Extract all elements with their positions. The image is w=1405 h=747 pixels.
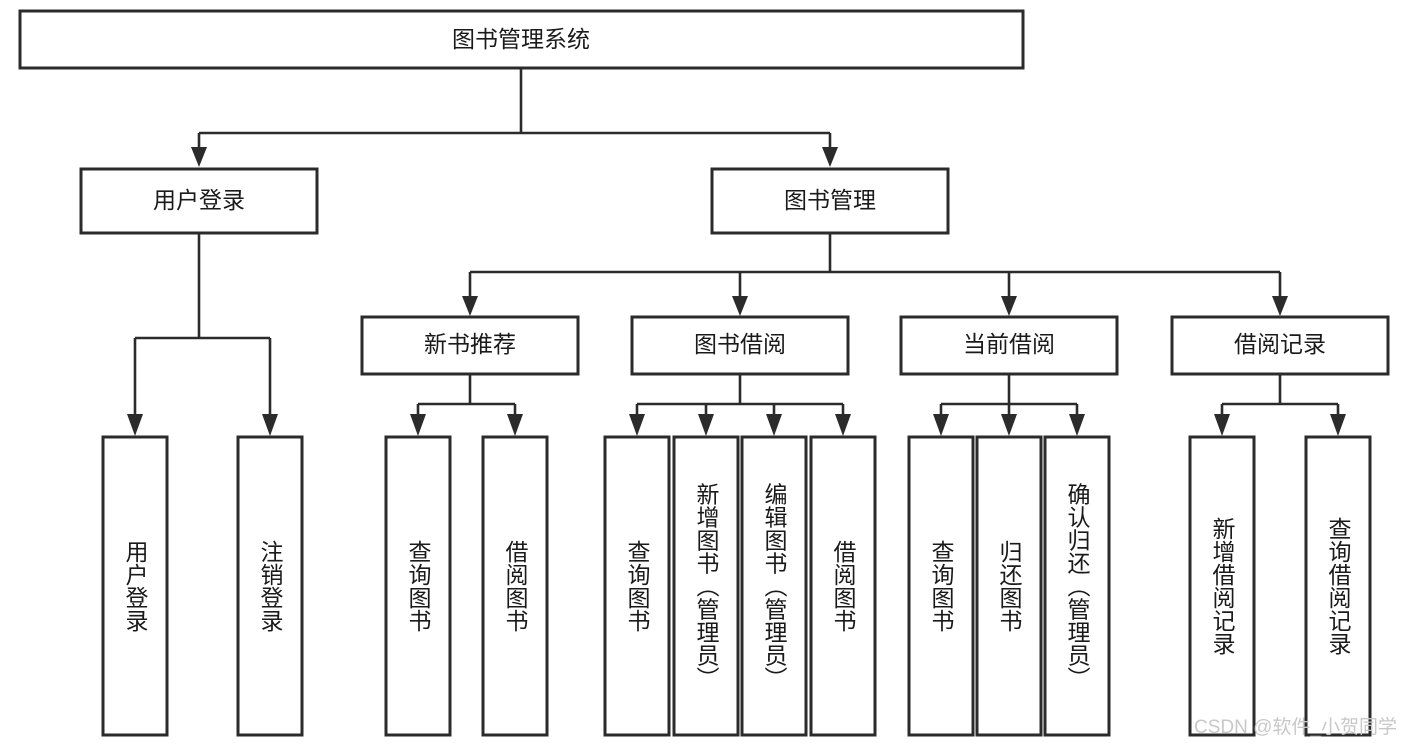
- leaf-book-borrow-2[interactable]: 新增图书（管理员）: [672, 435, 740, 737]
- arrow-head-user-login-leaf-1: [127, 414, 143, 436]
- leaf-current-borrow-3[interactable]: 确认归还（管理员）: [1043, 435, 1111, 737]
- node-new-book-recommend[interactable]: 新书推荐: [360, 315, 580, 376]
- leaf-current-borrow-1[interactable]: 查询图书: [907, 435, 975, 737]
- arrow-head-user-login-leaf-2: [262, 414, 278, 436]
- arrow-head-nb-leaf-1: [410, 414, 426, 436]
- leaf-borrow-record-1-label: 新增借阅记录: [1209, 517, 1236, 655]
- leaf-user-login-2-box[interactable]: [236, 435, 304, 737]
- node-new-book-recommend-label: 新书推荐: [424, 331, 516, 357]
- leaf-user-login-2-label: 注销登录: [257, 540, 284, 632]
- node-borrow-record-box[interactable]: [1170, 315, 1390, 376]
- node-book-borrow-box[interactable]: [630, 315, 850, 376]
- leaf-new-book-2[interactable]: 借阅图书: [481, 435, 549, 737]
- leaf-user-login-2[interactable]: 注销登录: [236, 435, 304, 737]
- arrow-head-br-leaf-1: [1214, 414, 1230, 436]
- arrow-head-user-login: [191, 147, 207, 167]
- arrow-head-new-book: [462, 296, 478, 316]
- arrow-head-bb-leaf-1: [629, 414, 645, 436]
- leaf-new-book-2-box[interactable]: [481, 435, 549, 737]
- leaf-book-borrow-3-label: 编辑图书（管理员）: [761, 483, 788, 690]
- connector-group-new-book: [410, 374, 523, 436]
- connector-group-current-borrow: [933, 374, 1085, 436]
- leaf-new-book-1-box[interactable]: [384, 435, 452, 737]
- node-user-login-box[interactable]: [79, 167, 319, 235]
- leaf-current-borrow-1-label: 查询图书: [928, 540, 955, 632]
- node-borrow-record-label: 借阅记录: [1234, 331, 1326, 357]
- leaf-book-borrow-3-box[interactable]: [740, 435, 808, 737]
- leaf-borrow-record-2[interactable]: 查询借阅记录: [1304, 435, 1372, 737]
- node-current-borrow-label: 当前借阅: [963, 331, 1055, 357]
- arrow-head-bb-leaf-3: [766, 414, 782, 436]
- leaf-book-borrow-4-box[interactable]: [809, 435, 877, 737]
- node-current-borrow-box[interactable]: [899, 315, 1119, 376]
- arrow-head-borrow-record: [1272, 296, 1288, 316]
- arrow-head-cb-leaf-2: [1001, 414, 1017, 436]
- node-root[interactable]: 图书管理系统: [18, 9, 1025, 70]
- connector-group-root: [191, 69, 838, 167]
- leaf-current-borrow-2-box[interactable]: [975, 435, 1043, 737]
- leaf-user-login-1[interactable]: 用户登录: [101, 435, 169, 737]
- arrow-head-cb-leaf-1: [933, 414, 949, 436]
- leaf-new-book-1[interactable]: 查询图书: [384, 435, 452, 737]
- leaf-current-borrow-1-box[interactable]: [907, 435, 975, 737]
- leaf-borrow-record-2-label: 查询借阅记录: [1325, 517, 1352, 655]
- leaf-borrow-record-1[interactable]: 新增借阅记录: [1188, 435, 1256, 737]
- arrow-head-book-mgmt: [822, 147, 838, 167]
- leaf-book-borrow-1-label: 查询图书: [624, 540, 651, 632]
- node-borrow-record[interactable]: 借阅记录: [1170, 315, 1390, 376]
- arrow-head-br-leaf-2: [1330, 414, 1346, 436]
- node-root-box[interactable]: [18, 9, 1025, 70]
- node-book-management-box[interactable]: [710, 167, 950, 235]
- arrow-head-cb-leaf-3: [1069, 414, 1085, 436]
- leaf-current-borrow-3-label: 确认归还（管理员）: [1064, 483, 1091, 690]
- node-book-borrow[interactable]: 图书借阅: [630, 315, 850, 376]
- node-book-borrow-label: 图书借阅: [694, 331, 786, 357]
- leaf-borrow-record-1-box[interactable]: [1188, 435, 1256, 737]
- node-user-login[interactable]: 用户登录: [79, 167, 319, 235]
- leaf-user-login-1-box[interactable]: [101, 435, 169, 737]
- leaf-current-borrow-2[interactable]: 归还图书: [975, 435, 1043, 737]
- connector-group-user-login: [127, 233, 278, 436]
- leaf-book-borrow-2-label: 新增图书（管理员）: [693, 483, 720, 690]
- leaf-borrow-record-2-box[interactable]: [1304, 435, 1372, 737]
- leaf-user-login-1-label: 用户登录: [122, 540, 149, 632]
- arrow-head-book-borrow: [732, 296, 748, 316]
- node-book-management-label: 图书管理: [784, 187, 876, 213]
- node-current-borrow[interactable]: 当前借阅: [899, 315, 1119, 376]
- leaf-book-borrow-4-label: 借阅图书: [830, 540, 857, 632]
- leaf-book-borrow-3[interactable]: 编辑图书（管理员）: [740, 435, 808, 737]
- arrow-head-current-borrow: [1001, 296, 1017, 316]
- leaf-book-borrow-1[interactable]: 查询图书: [603, 435, 671, 737]
- leaf-book-borrow-2-box[interactable]: [672, 435, 740, 737]
- node-user-login-label: 用户登录: [153, 187, 245, 213]
- arrow-head-nb-leaf-2: [507, 414, 523, 436]
- node-book-management[interactable]: 图书管理: [710, 167, 950, 235]
- leaf-book-borrow-1-box[interactable]: [603, 435, 671, 737]
- leaf-book-borrow-4[interactable]: 借阅图书: [809, 435, 877, 737]
- leaf-new-book-1-label: 查询图书: [405, 540, 432, 632]
- node-new-book-recommend-box[interactable]: [360, 315, 580, 376]
- arrow-head-bb-leaf-2: [698, 414, 714, 436]
- connector-group-book-mgmt: [462, 233, 1288, 316]
- leaf-current-borrow-2-label: 归还图书: [996, 540, 1023, 632]
- arrow-head-bb-leaf-4: [835, 414, 851, 436]
- leaf-current-borrow-3-box[interactable]: [1043, 435, 1111, 737]
- leaf-new-book-2-label: 借阅图书: [502, 540, 529, 632]
- connector-group-book-borrow: [629, 374, 851, 436]
- node-root-label: 图书管理系统: [452, 26, 590, 52]
- connector-group-borrow-record: [1214, 374, 1346, 436]
